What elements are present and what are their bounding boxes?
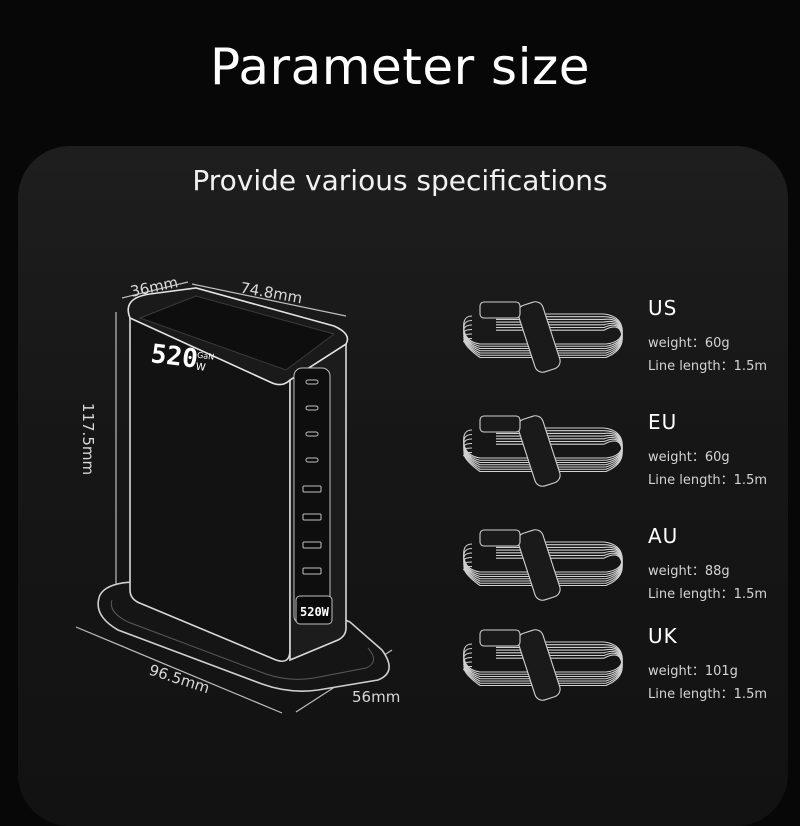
cable-coil-line bbox=[463, 644, 623, 675]
cable-coil-line bbox=[463, 436, 623, 468]
page-title: Parameter size bbox=[210, 38, 590, 96]
subtitle: Provide various specifications bbox=[192, 164, 608, 197]
plug-head bbox=[479, 629, 521, 647]
top-display-unit-w: W bbox=[195, 362, 206, 374]
charger-top-panel bbox=[138, 295, 336, 371]
usb-c-port bbox=[305, 457, 319, 463]
usb-a-port bbox=[302, 513, 322, 521]
cable-coil-line bbox=[463, 554, 623, 587]
cable-strap bbox=[517, 529, 561, 601]
cable-strap bbox=[517, 629, 561, 701]
plug-type-label: EU bbox=[648, 410, 678, 434]
cable-coil-line bbox=[463, 326, 623, 359]
cable-coil-line bbox=[463, 548, 623, 580]
cable-row-uk: UK weight：101g Line length：1.5m bbox=[456, 624, 776, 720]
eu-cable-icon bbox=[463, 415, 623, 487]
cable-coil-line bbox=[463, 316, 623, 347]
cable-coil-line bbox=[463, 322, 623, 354]
cable-coil-line bbox=[463, 641, 623, 673]
cable-coil-line bbox=[463, 432, 623, 464]
cable-strap bbox=[517, 301, 561, 373]
charger-illustration: 520 GaN W 520W bbox=[75, 281, 393, 714]
plug-type-label: US bbox=[648, 296, 678, 320]
cable-row-us: US weight：60g Line length：1.5m bbox=[456, 296, 776, 392]
cable-weight: weight：60g bbox=[648, 450, 730, 465]
charger-base-inner bbox=[110, 599, 374, 680]
cable-coil-line bbox=[463, 318, 623, 350]
front-display-value: 520W bbox=[300, 605, 330, 619]
cable-weight: weight：88g bbox=[648, 564, 730, 579]
cable-line-length: Line length：1.5m bbox=[648, 587, 767, 602]
cable-line-length: Line length：1.5m bbox=[648, 687, 767, 702]
usb-a-port bbox=[302, 541, 322, 549]
us-cable-icon bbox=[463, 301, 623, 373]
cable-coil-line bbox=[463, 544, 623, 575]
cable-row-au: AU weight：88g Line length：1.5m bbox=[456, 524, 776, 620]
cable-coil-line bbox=[463, 434, 623, 466]
uk-cable-icon bbox=[463, 629, 623, 701]
top-display-unit-gan: GaN bbox=[197, 351, 215, 362]
dimension-height: 117.5mm bbox=[79, 402, 98, 476]
cable-coil-line bbox=[463, 324, 623, 356]
port-strip bbox=[293, 367, 333, 625]
cable-coil-line bbox=[463, 440, 623, 473]
cable-line-length: Line length：1.5m bbox=[648, 473, 767, 488]
cable-coil-line bbox=[463, 650, 623, 682]
usb-c-port bbox=[305, 379, 319, 385]
cable-line-length: Line length：1.5m bbox=[648, 359, 767, 374]
cable-coil-line bbox=[463, 648, 623, 680]
plug-type-label: UK bbox=[648, 624, 678, 648]
cable-coil-line bbox=[463, 552, 623, 584]
cable-coil-line bbox=[463, 438, 623, 470]
cable-coil-line bbox=[463, 427, 623, 459]
usb-c-port bbox=[305, 431, 319, 437]
top-display-value: 520 bbox=[149, 339, 199, 375]
au-cable-icon bbox=[463, 529, 623, 601]
cable-row-eu: EU weight：60g Line length：1.5m bbox=[456, 410, 776, 506]
cable-coil-line bbox=[463, 313, 623, 345]
plug-head bbox=[479, 415, 521, 433]
dimension-base-depth: 56mm bbox=[352, 688, 401, 706]
cable-weight: weight：101g bbox=[648, 664, 738, 679]
cable-coil-line bbox=[463, 550, 623, 582]
cable-coil-line bbox=[463, 541, 623, 573]
cable-coil-line bbox=[463, 654, 623, 687]
cable-coil-line bbox=[463, 320, 623, 352]
cable-coil-line bbox=[463, 652, 623, 684]
cable-weight: weight：60g bbox=[648, 336, 730, 351]
cable-coil-line bbox=[463, 546, 623, 578]
usb-a-port bbox=[302, 567, 322, 575]
plug-head bbox=[479, 529, 521, 547]
usb-a-port bbox=[302, 485, 322, 493]
usb-c-port bbox=[305, 405, 319, 411]
cable-coil-line bbox=[463, 430, 623, 461]
front-display-panel bbox=[295, 595, 333, 625]
plug-head bbox=[479, 301, 521, 319]
cable-strap bbox=[517, 415, 561, 487]
plug-type-label: AU bbox=[648, 524, 679, 548]
cable-coil-line bbox=[463, 646, 623, 678]
